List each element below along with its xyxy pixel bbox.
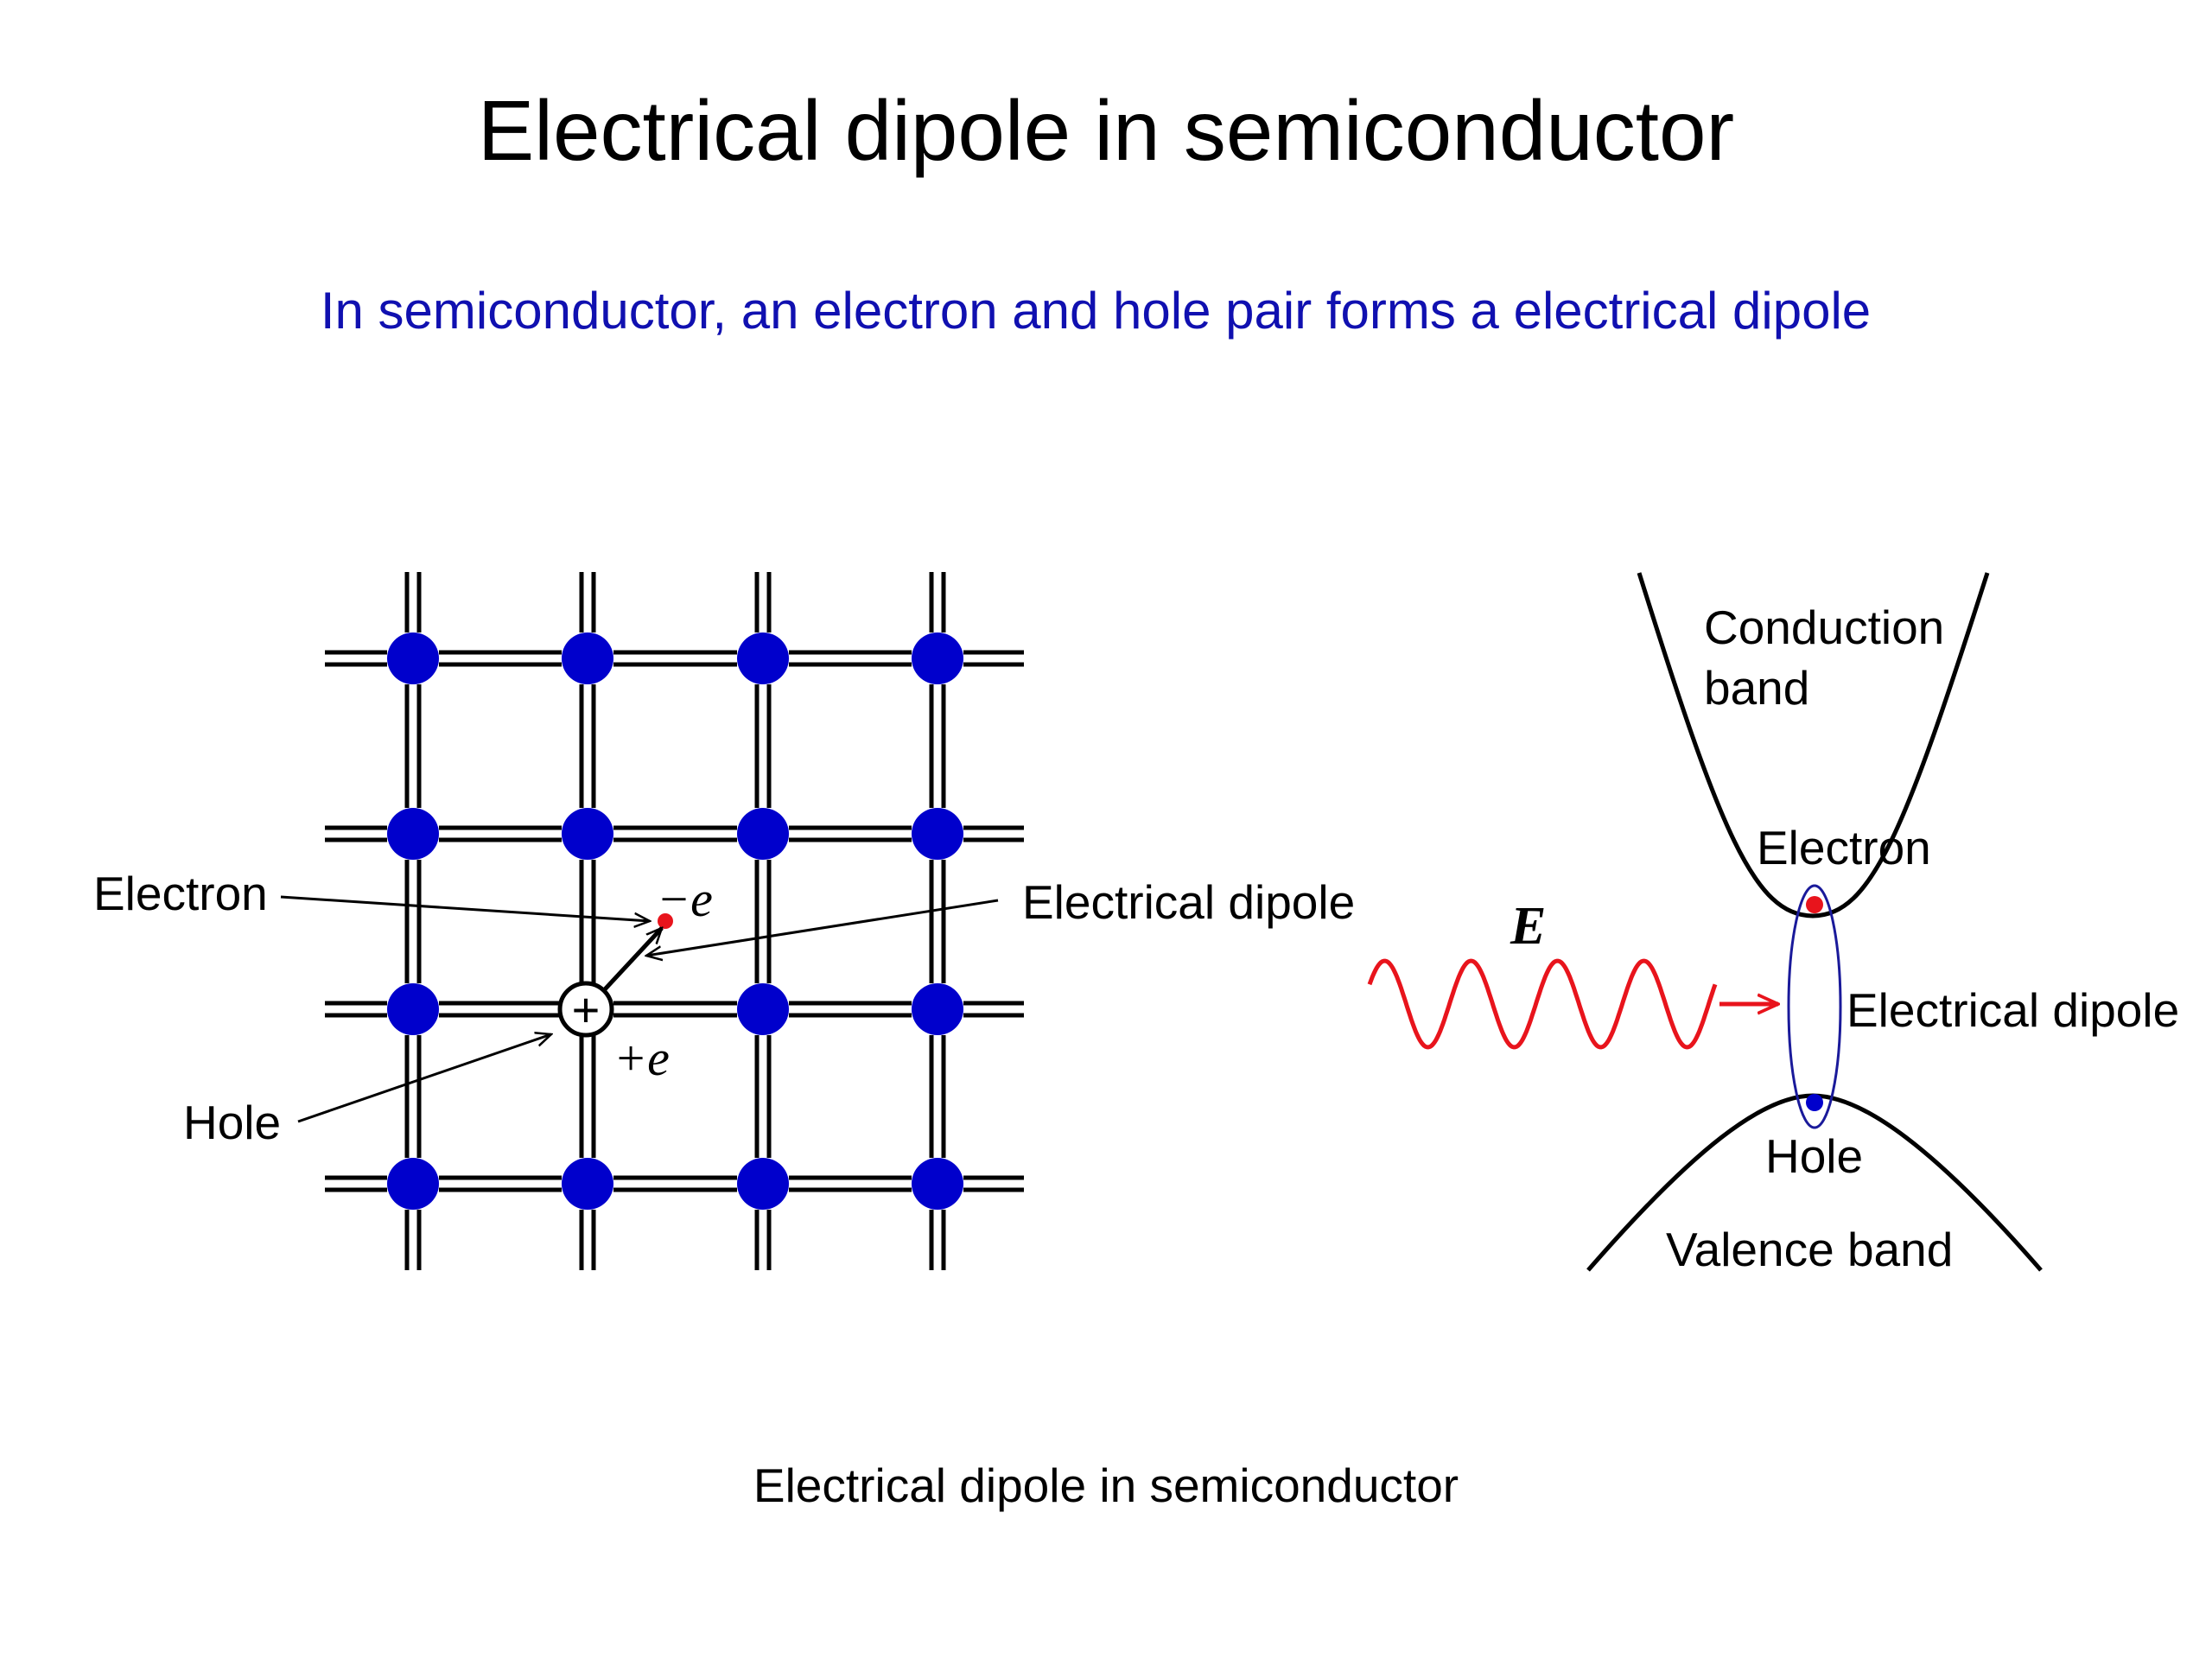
lattice-electron-dot [658,913,673,929]
lattice-atoms [387,632,963,1210]
band-diagram: Conduction band Electron Electrical dipo… [1367,572,2179,1276]
conduction-band-label-line2: band [1704,661,1809,715]
dipole-vector-arrow [603,928,662,991]
lattice-atom [387,1158,439,1210]
valence-band-label: Valence band [1666,1223,1953,1276]
lattice-atom [737,632,789,684]
lattice-atom [562,632,613,684]
electric-field-wave [1367,958,1718,1050]
lattice-atom [387,808,439,860]
dipole-ellipse [1787,884,1842,1129]
lattice-atom [387,632,439,684]
lattice-atom [562,1158,613,1210]
lattice-bonds [325,572,1024,1270]
lattice-atom [562,808,613,860]
lattice-atom [737,983,789,1035]
lattice-atom [737,1158,789,1210]
lattice-atom [912,632,963,684]
band-hole-dot [1806,1094,1823,1111]
band-electron-dot [1806,896,1823,913]
lattice-atom [737,808,789,860]
band-dipole-label: Electrical dipole [1847,983,2179,1037]
page-title: Electrical dipole in semiconductor [478,83,1734,178]
lattice-atom [387,983,439,1035]
electron-label: Electron [93,867,268,920]
lattice-atom [912,808,963,860]
lattice-dipole-label: Electrical dipole [1022,875,1355,929]
dipole-pointer [646,899,999,956]
minus-e-label: −e [657,871,713,927]
electric-field-label: E [1510,897,1546,956]
lattice-atom [912,983,963,1035]
conduction-band-curve [1637,572,1990,918]
lattice-atom [912,1158,963,1210]
electron-pointer [280,895,650,921]
band-electron-label: Electron [1757,821,1931,874]
conduction-band-label-line1: Conduction [1704,601,1944,654]
crystal-lattice-diagram: + −e +e Electron Electrical dipole Hole [93,572,1355,1270]
subtitle: In semiconductor, an electron and hole p… [321,282,1871,340]
hole-pointer [297,1034,551,1123]
band-hole-label: Hole [1765,1129,1863,1183]
plus-e-label: +e [613,1030,670,1086]
figure-caption: Electrical dipole in semiconductor [753,1459,1459,1512]
hole-label: Hole [183,1096,281,1149]
hole-circle [557,981,614,1038]
hole-plus-symbol: + [572,982,601,1037]
